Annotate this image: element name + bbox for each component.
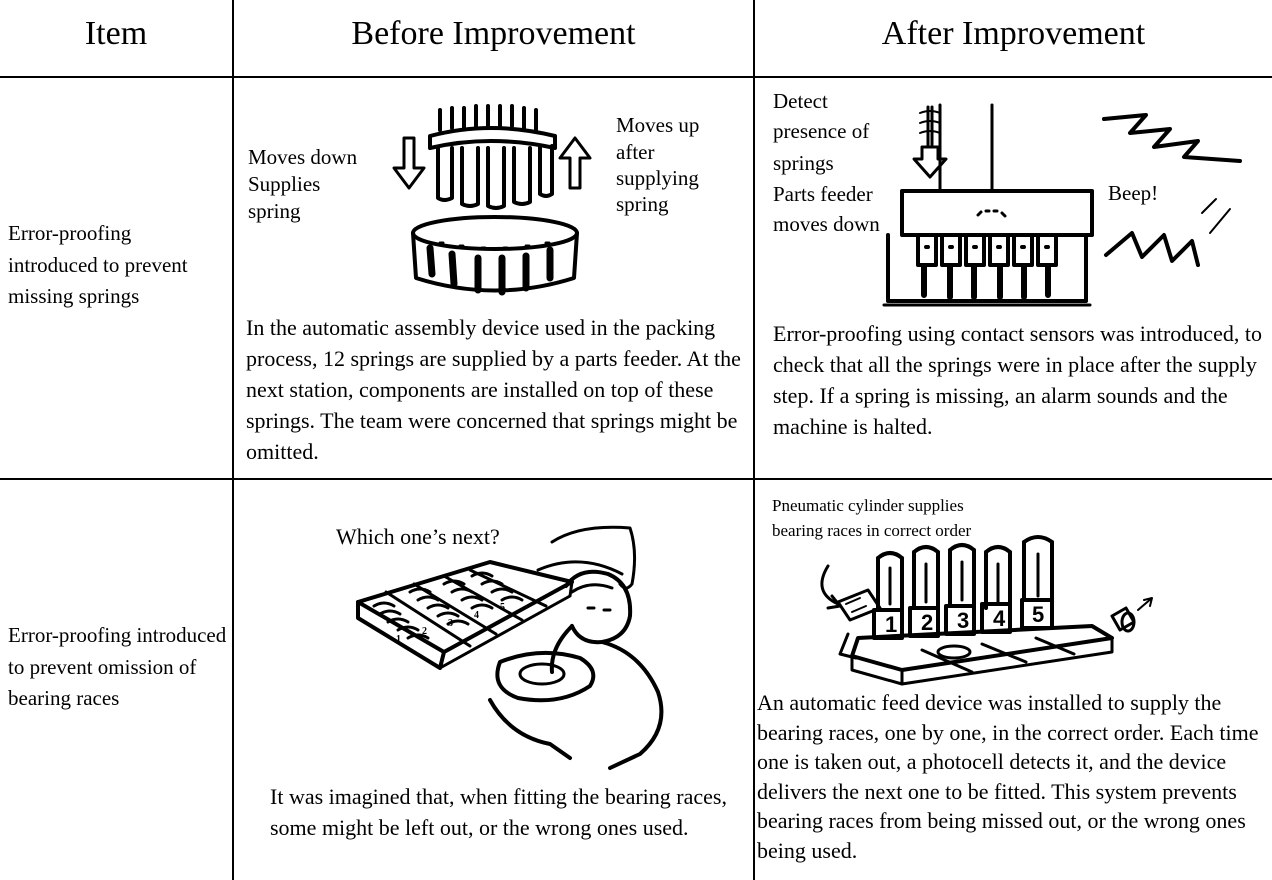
- tray-number-1: 1: [396, 634, 401, 645]
- row1-before-label-supplying: supplying: [616, 166, 699, 190]
- row1-before-label-moves-down: Moves down: [248, 145, 358, 169]
- row1-before-description: In the automatic assembly device used in…: [246, 315, 741, 464]
- worker-tray-illustration: [356, 525, 664, 770]
- tray-number-5: 5: [500, 602, 505, 613]
- row1-before-label-moves-up: Moves up: [616, 113, 700, 137]
- table-divider-col2: [753, 0, 755, 880]
- row1-before-label-spring: spring: [248, 199, 301, 223]
- row2-before-description: It was imagined that, when fitting the b…: [270, 784, 727, 840]
- header-before: Before Improvement: [351, 15, 636, 52]
- header-item: Item: [84, 15, 148, 52]
- row1-after-label-detect: Detect: [773, 89, 828, 113]
- row1-after-label-presence: presence of: [773, 119, 870, 143]
- tray-number-2: 2: [422, 626, 427, 637]
- tray-number-4: 4: [474, 610, 479, 621]
- auto-feed-illustration: [820, 535, 1153, 686]
- row1-item-label: Error-proofing introduced to prevent mis…: [8, 221, 188, 308]
- slot-number-3: 3: [957, 608, 970, 633]
- slot-number-5: 5: [1032, 602, 1045, 627]
- row2-before-speech: Which one’s next?: [336, 524, 500, 549]
- spring-feeder-illustration: [392, 104, 592, 296]
- row1-before-label-after: after: [616, 140, 655, 164]
- tray-number-3: 3: [448, 618, 453, 629]
- row1-after-label-moves-down: moves down: [773, 212, 880, 236]
- row2-after-caption-line1: Pneumatic cylinder supplies: [772, 496, 964, 515]
- slot-number-4: 4: [993, 606, 1006, 631]
- row1-after-label-parts-feeder: Parts feeder: [773, 182, 873, 206]
- sensor-feeder-illustration: [882, 103, 1242, 307]
- row2-after-description: An automatic feed device was installed t…: [757, 690, 1259, 863]
- row2-after-caption-line2: bearing races in correct order: [772, 521, 972, 540]
- row1-before-label-supplies: Supplies: [248, 172, 321, 196]
- row1-before-label-spring-2: spring: [616, 192, 669, 216]
- row1-after-label-springs: springs: [773, 151, 834, 175]
- table-divider-header: [0, 76, 1272, 78]
- row1-after-label-beep: Beep!: [1108, 181, 1159, 205]
- slot-number-2: 2: [921, 610, 934, 635]
- row1-after-description: Error-proofing using contact sensors was…: [773, 321, 1262, 439]
- slot-number-1: 1: [885, 612, 898, 637]
- table-divider-col1: [232, 0, 234, 880]
- table-divider-row: [0, 478, 1272, 480]
- header-after: After Improvement: [881, 15, 1146, 52]
- row2-item-label: Error-proofing introduced to prevent omi…: [8, 623, 227, 710]
